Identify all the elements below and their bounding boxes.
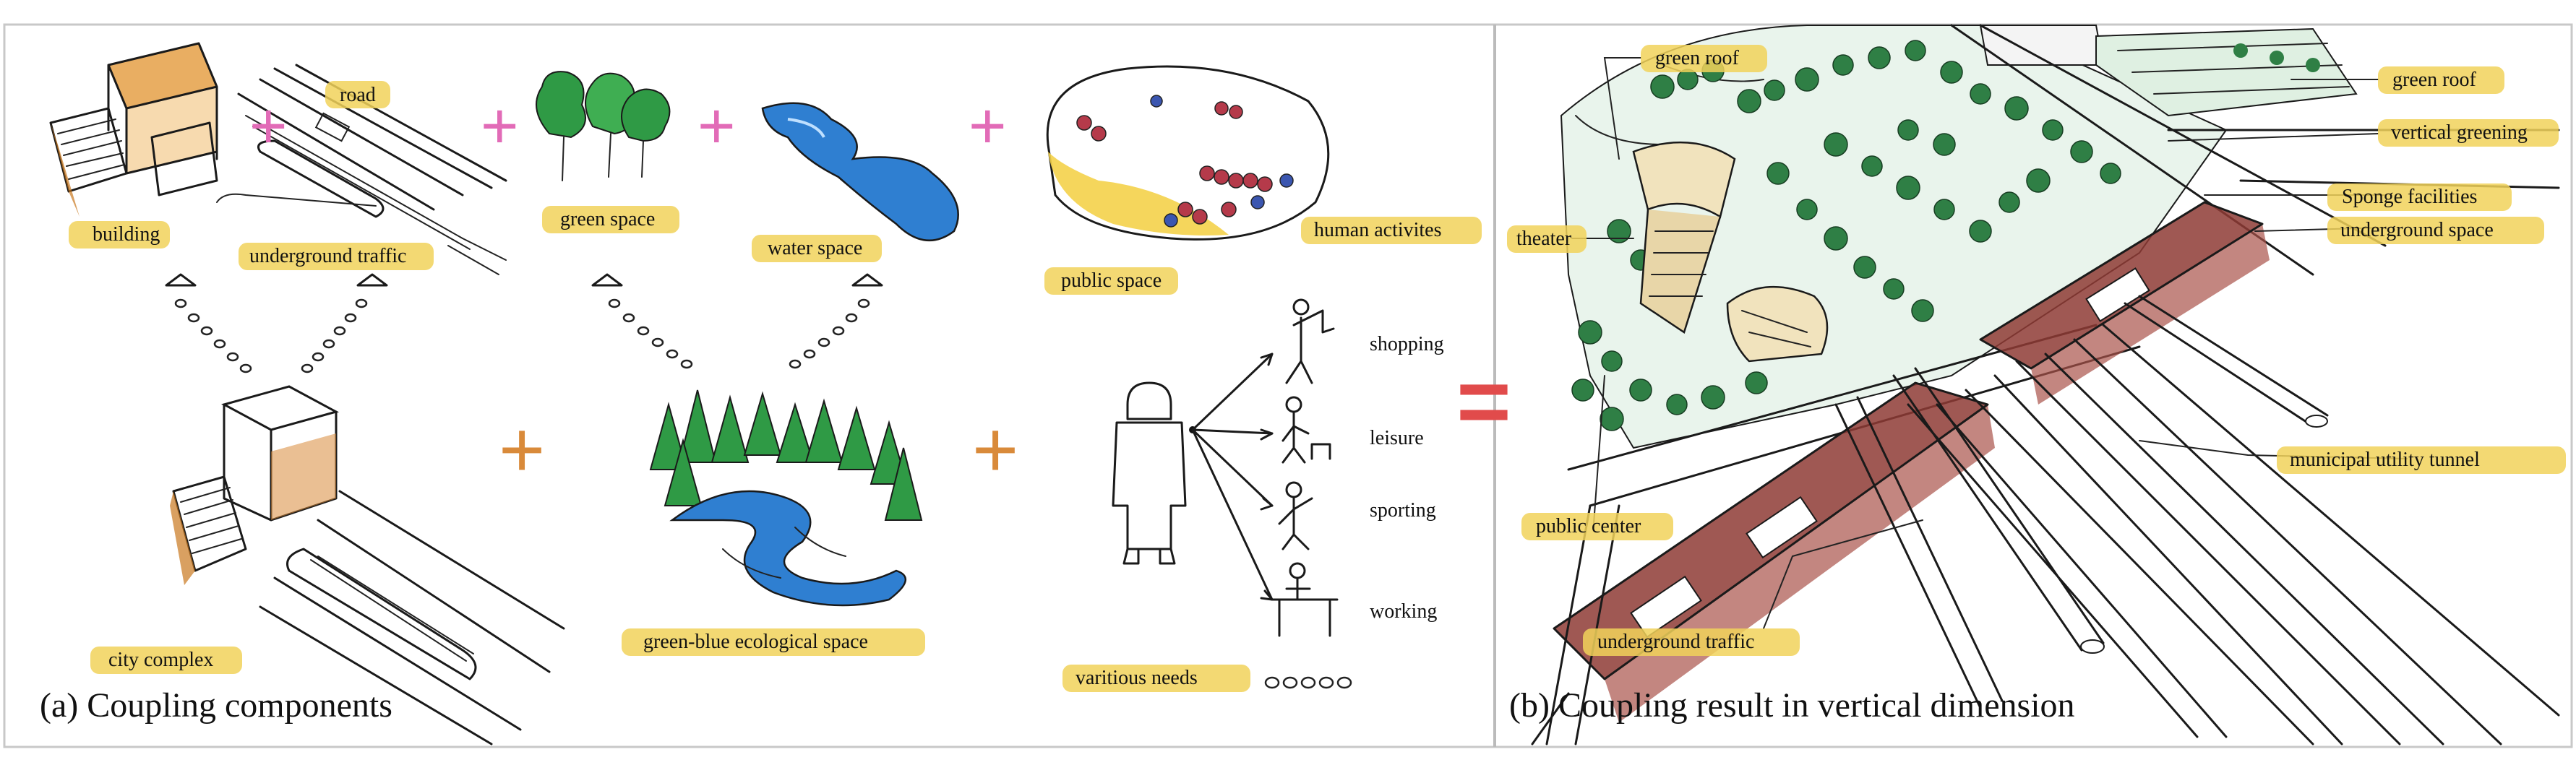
label-green-blue: green-blue ecological space [643, 631, 868, 653]
label-working: working [1370, 600, 1437, 623]
label-underground-traffic-b: underground traffic [1597, 631, 1754, 653]
plus-sign-1: + [249, 90, 288, 163]
dotted-arrows-middle [591, 273, 883, 369]
label-underground-traffic-a: underground traffic [249, 245, 406, 267]
plus-sign-3: + [697, 90, 736, 163]
plus-sign-5: + [499, 405, 545, 494]
building-sketch [49, 42, 218, 217]
label-public-space: public space [1061, 269, 1162, 292]
label-theater: theater [1516, 228, 1572, 250]
city-complex-sketch [170, 385, 565, 745]
plus-sign-2: + [481, 90, 519, 163]
panel-a-labels: road building underground traffic green … [69, 81, 1482, 692]
label-varitious-needs: varitious needs [1076, 667, 1198, 689]
label-sporting: sporting [1370, 499, 1436, 522]
label-leisure: leisure [1370, 427, 1424, 449]
green-space-sketch [536, 71, 671, 181]
water-space-sketch [761, 102, 959, 242]
equals-sign: = [1456, 348, 1511, 454]
label-green-space: green space [560, 208, 655, 230]
label-building: building [93, 223, 160, 246]
plus-row-1: + + + + [249, 90, 1007, 163]
label-shopping: shopping [1370, 333, 1444, 355]
caption-panel-b: (b) Coupling result in vertical dimensio… [1509, 686, 2075, 725]
road-sketch [216, 64, 507, 275]
label-city-complex: city complex [108, 649, 213, 671]
label-green-roof-right: green roof [2392, 69, 2477, 91]
figure-border [3, 23, 2573, 748]
caption-panel-a: (a) Coupling components [40, 686, 392, 725]
various-needs-sketch [1112, 298, 1352, 689]
plus-sign-6: + [972, 405, 1018, 494]
green-blue-sketch [649, 389, 923, 607]
plus-sign-4: + [969, 90, 1007, 163]
label-vertical-greening: vertical greening [2391, 121, 2528, 144]
label-sponge-facilities: Sponge facilities [2342, 186, 2477, 208]
public-space-sketch [1046, 65, 1330, 241]
label-underground-space: underground space [2340, 219, 2494, 241]
panel-b-labels: green roof green roof vertical greening … [1507, 45, 2566, 656]
label-green-roof-left: green roof [1655, 47, 1740, 69]
label-human-activites: human activites [1314, 219, 1442, 241]
label-water-space: water space [768, 237, 862, 259]
label-public-center: public center [1536, 515, 1641, 537]
label-road: road [340, 84, 376, 106]
label-municipal-utility-tunnel: municipal utility tunnel [2290, 449, 2480, 471]
dotted-arrows-left [165, 273, 388, 373]
